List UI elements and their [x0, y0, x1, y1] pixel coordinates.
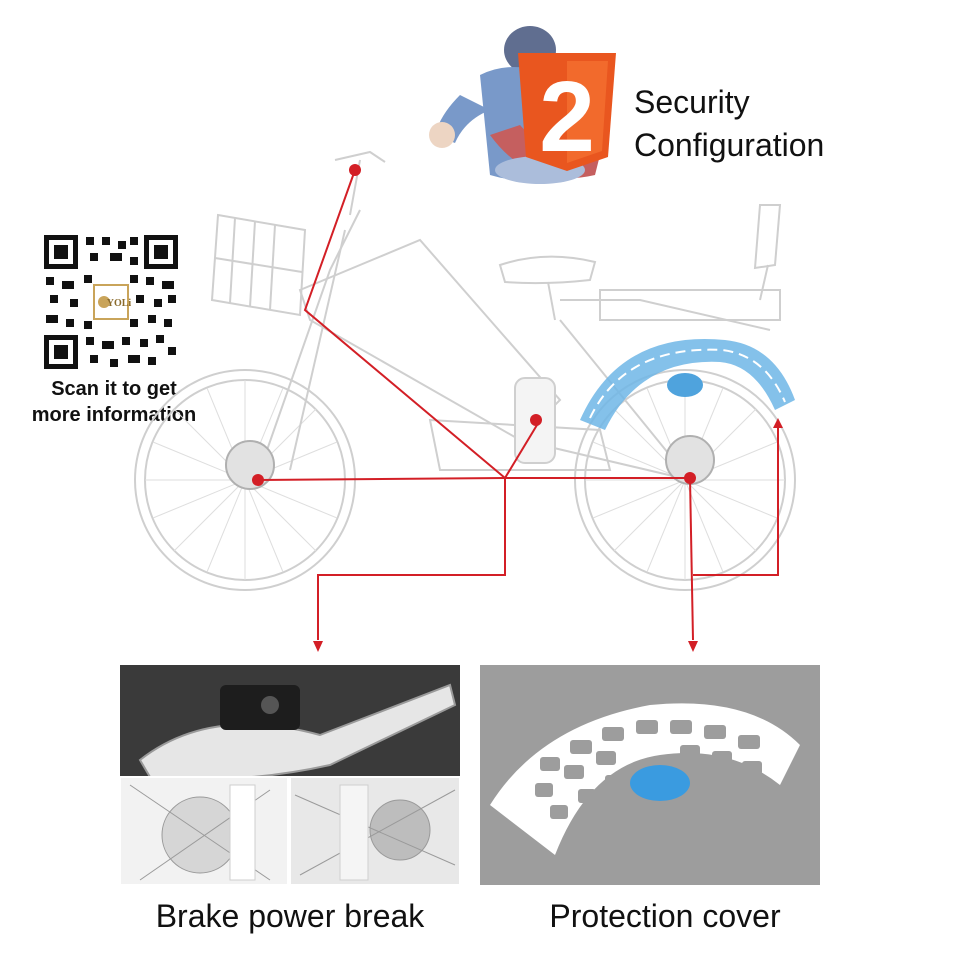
qr-finder-top-right	[144, 235, 178, 269]
qr-finder-bottom-left	[44, 335, 78, 369]
title-line-1: Security	[634, 84, 750, 120]
leader-lines	[257, 169, 779, 641]
protection-cover-photo	[490, 703, 800, 855]
cover-blue-pad	[630, 765, 690, 801]
qr-caption-line-2: more information	[31, 404, 197, 426]
brake-caption: Brake power break	[155, 898, 425, 934]
rear-hub-closeup-icon	[294, 784, 456, 881]
front-hub-closeup-icon	[129, 784, 271, 881]
qr-caption-line-1: Scan it to get	[51, 378, 177, 400]
qr-finder-top-left	[44, 235, 78, 269]
qr-modules	[46, 237, 176, 367]
badge-number: 2	[539, 61, 595, 173]
brake-hubs	[225, 435, 715, 490]
leader-arrowheads	[313, 418, 783, 652]
bicycle-scene	[134, 150, 796, 652]
qr-logo-mark	[98, 296, 110, 308]
qr-logo-text: YOLi	[107, 298, 132, 309]
qr-code: YOLi	[44, 235, 178, 369]
leader-dots	[252, 164, 696, 486]
protection-cover-photo-panel	[480, 665, 820, 885]
brake-photo-panel	[120, 665, 460, 885]
basket	[210, 213, 307, 317]
security-badge	[518, 53, 616, 171]
rear-seat	[753, 204, 782, 301]
bicycle	[134, 150, 796, 591]
title-line-2: Configuration	[634, 127, 825, 163]
saddle	[498, 255, 597, 321]
protection-cover-highlight	[580, 339, 795, 430]
protection-cover-caption: Protection cover	[549, 898, 781, 934]
hero-illustration: 2	[429, 26, 616, 184]
brake-lever-clamp	[220, 685, 300, 730]
brake-photo	[120, 665, 460, 885]
cover-grid	[535, 720, 762, 819]
